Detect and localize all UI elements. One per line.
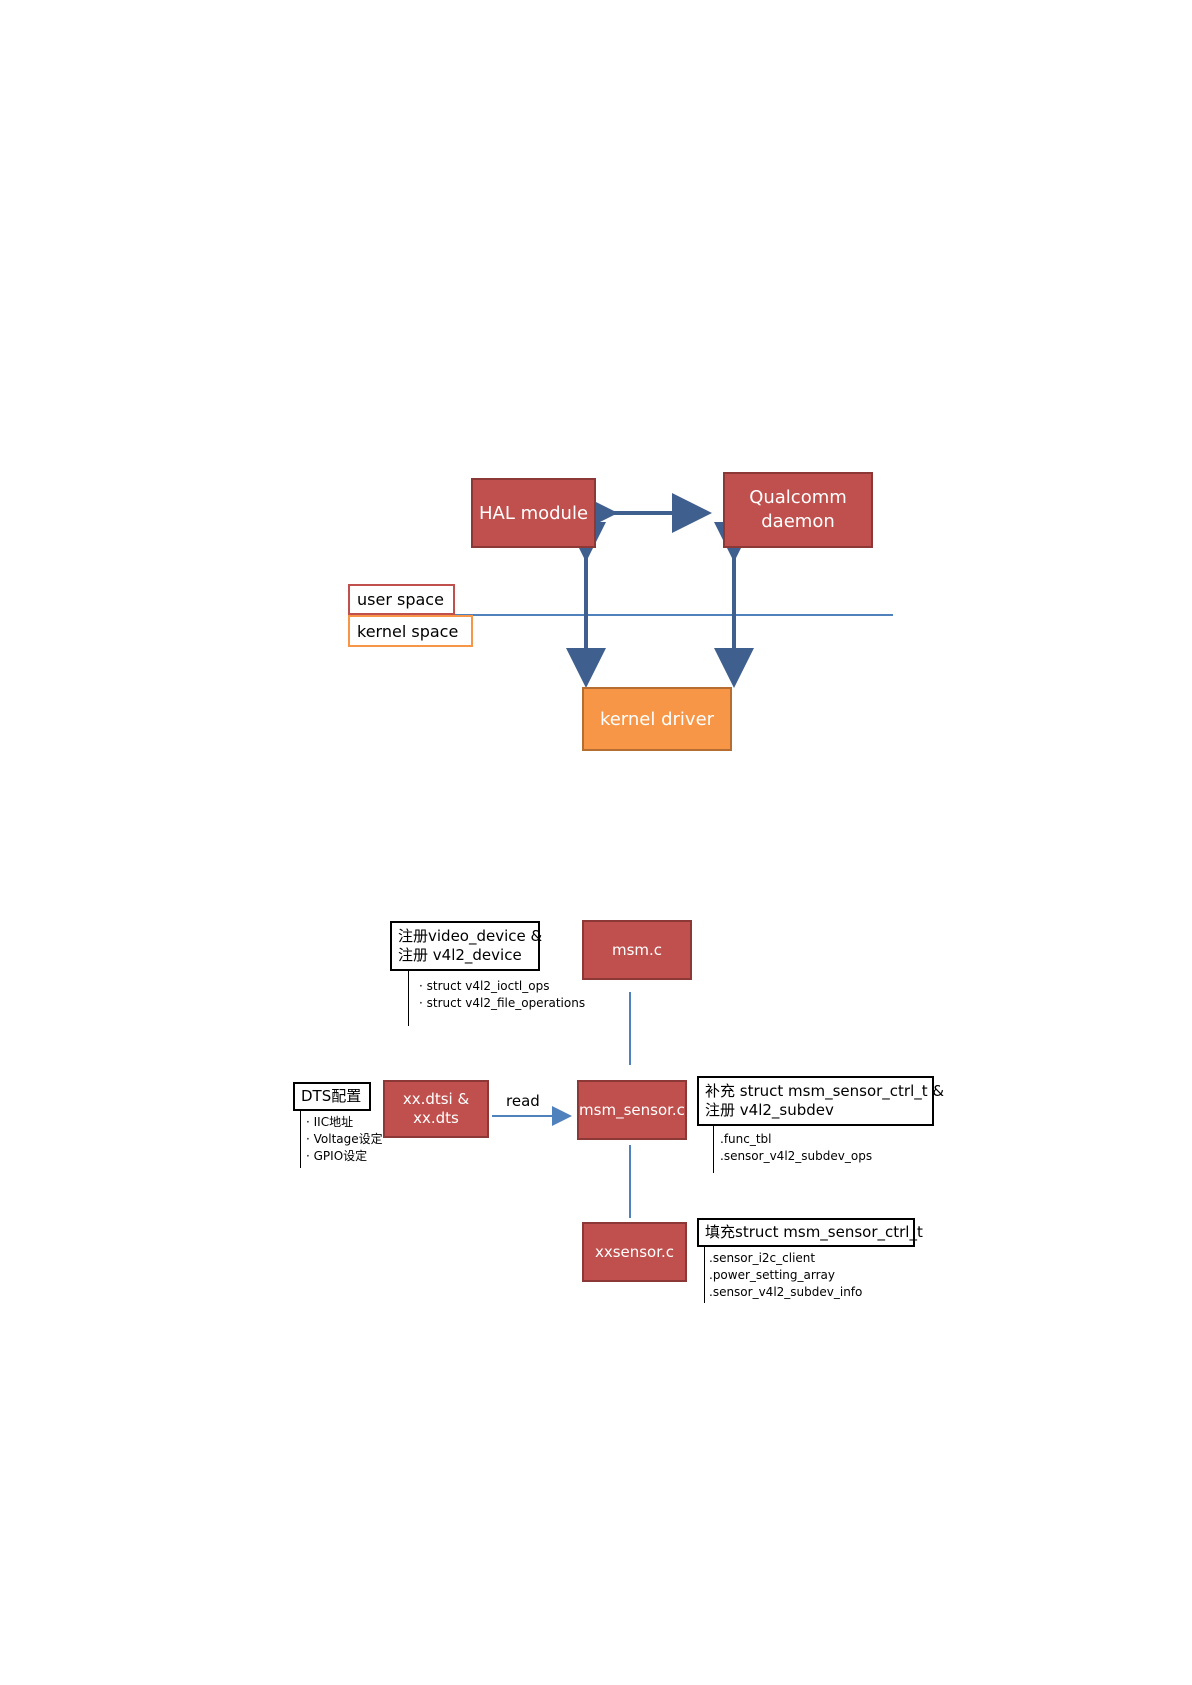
dtsi-line-1: xx.dtsi & [402,1090,470,1108]
xxsensor-c-label: xxsensor.c [594,1243,675,1261]
dts-config-title: DTS配置 [301,1087,362,1105]
fill-struct-title: 填充struct msm_sensor_ctrl_t [705,1223,923,1241]
user-space-label: user space [348,584,455,615]
fill-struct-item-1: .sensor_i2c_client [709,1251,816,1265]
supplement-struct-item-2: .sensor_v4l2_subdev_ops [720,1149,873,1163]
qualcomm-daemon-line-1: Qualcomm [749,487,847,508]
hal-module-box: HAL module [471,478,596,548]
dts-config-item-2: · Voltage设定 [306,1132,383,1146]
msm-c-box: msm.c [582,920,692,980]
hal-module-label: HAL module [478,502,589,524]
supplement-struct-line-1: 补充 struct msm_sensor_ctrl_t & [705,1082,945,1100]
dtsi-box: xx.dtsi & xx.dts [383,1080,489,1138]
qualcomm-daemon-line-2: daemon [761,511,835,532]
dts-config-note-bar [300,1110,301,1168]
fill-struct-note: 填充struct msm_sensor_ctrl_t [697,1218,923,1247]
dts-config-item-1: · IIC地址 [306,1115,354,1129]
supplement-struct-item-1: .func_tbl [720,1132,772,1146]
dts-config-item-3: · GPIO设定 [306,1149,368,1163]
video-device-note: 注册video_device & 注册 v4l2_device [390,921,543,971]
kernel-space-label: kernel space [348,615,473,647]
kernel-driver-label: kernel driver [599,708,715,730]
supplement-struct-line-2: 注册 v4l2_subdev [705,1101,834,1119]
kernel-driver-box: kernel driver [582,687,732,751]
read-label: read [506,1092,540,1110]
fill-struct-note-bar [704,1247,705,1303]
video-device-note-bar [408,970,409,1026]
msm-sensor-c-box: msm_sensor.c [577,1080,687,1140]
video-device-note-item-1: · struct v4l2_ioctl_ops [419,979,550,993]
fill-struct-item-3: .sensor_v4l2_subdev_info [709,1285,863,1299]
xxsensor-c-box: xxsensor.c [582,1222,687,1282]
msm-sensor-c-label: msm_sensor.c [579,1101,685,1119]
supplement-struct-note: 补充 struct msm_sensor_ctrl_t & 注册 v4l2_su… [697,1076,945,1126]
supplement-struct-note-bar [713,1124,714,1173]
fill-struct-item-2: .power_setting_array [709,1268,835,1282]
qualcomm-daemon-box: Qualcomm daemon [723,472,873,548]
video-device-note-line-2: 注册 v4l2_device [398,946,522,964]
video-device-note-line-1: 注册video_device & [398,927,543,945]
video-device-note-item-2: · struct v4l2_file_operations [419,996,586,1010]
msm-c-label: msm.c [611,941,663,959]
dts-config-note: DTS配置 [293,1082,371,1111]
dtsi-line-2: xx.dts [413,1109,459,1127]
